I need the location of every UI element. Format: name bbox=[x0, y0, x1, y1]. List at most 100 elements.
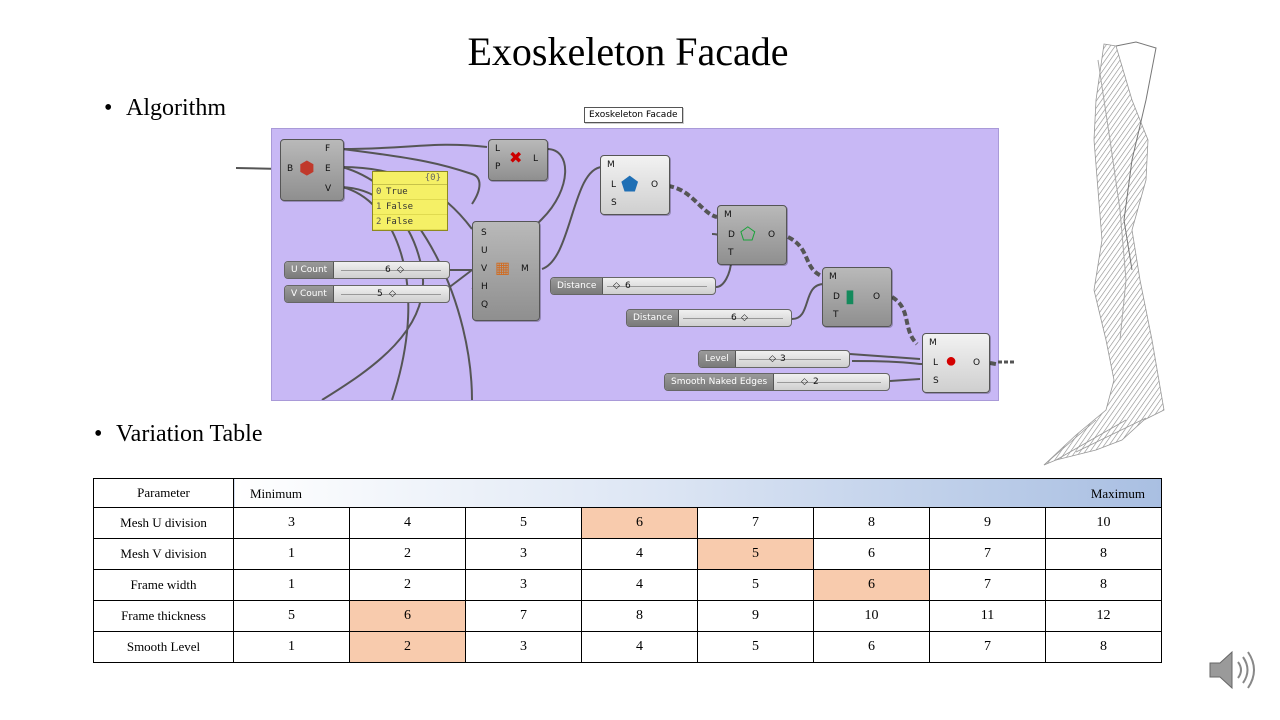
port-in-v: V bbox=[481, 264, 488, 274]
header-minimum: Minimum bbox=[250, 486, 303, 501]
port-in-m: M bbox=[724, 210, 732, 220]
slider-value: 6 bbox=[731, 313, 737, 323]
value-cell: 8 bbox=[1045, 538, 1162, 570]
slider-label: V Count bbox=[285, 286, 334, 302]
offset-component[interactable]: M D T ⬠ O bbox=[717, 205, 787, 265]
slider-label: Distance bbox=[627, 310, 680, 326]
row-parameter-name: Mesh V division bbox=[93, 538, 234, 570]
value-cell: 10 bbox=[1045, 507, 1162, 539]
distance-slider-2[interactable]: Distance 6 ◇ bbox=[626, 309, 792, 327]
brep-icon: ⬢ bbox=[299, 158, 315, 178]
smooth-component[interactable]: M L S ● O bbox=[922, 333, 990, 393]
exoskeleton-tower-icon bbox=[1043, 41, 1165, 466]
port-in-m: M bbox=[607, 160, 615, 170]
value-cell: 8 bbox=[813, 507, 930, 539]
weave-component[interactable]: M L S ⬟ O bbox=[600, 155, 670, 215]
value-cell: 4 bbox=[581, 538, 698, 570]
slider-track bbox=[683, 318, 783, 319]
output-wire bbox=[998, 360, 1014, 364]
port-in-p: P bbox=[495, 162, 501, 172]
variation-table: Parameter Minimum Maximum Mesh U divisio… bbox=[93, 478, 1162, 663]
value-cell: 9 bbox=[697, 600, 814, 632]
deconstruct-brep-component[interactable]: B ⬢ F E V bbox=[280, 139, 344, 201]
value-cell: 3 bbox=[465, 538, 582, 570]
header-maximum: Maximum bbox=[1090, 486, 1145, 501]
slider-value: 6 bbox=[625, 281, 631, 291]
row-parameter-name: Smooth Level bbox=[93, 631, 234, 663]
mesh-surface-component[interactable]: S U V H Q ▦ M bbox=[472, 221, 540, 321]
port-out-o: O bbox=[768, 230, 776, 240]
speaker-icon[interactable] bbox=[1206, 646, 1258, 694]
smooth-naked-edges-slider[interactable]: Smooth Naked Edges ◇ 2 bbox=[664, 373, 890, 391]
value-cell: 1 bbox=[233, 569, 350, 601]
u-count-slider[interactable]: U Count 6 ◇ bbox=[284, 261, 450, 279]
row-parameter-name: Frame thickness bbox=[93, 600, 234, 632]
value-cell: 3 bbox=[465, 569, 582, 601]
slider-handle-icon[interactable]: ◇ bbox=[389, 289, 396, 299]
slider-track bbox=[341, 294, 441, 295]
row-parameter-name: Mesh U division bbox=[93, 507, 234, 539]
value-cell: 7 bbox=[465, 600, 582, 632]
port-out-f: F bbox=[325, 144, 331, 154]
cull-pattern-component[interactable]: L P ✖ L bbox=[488, 139, 548, 181]
selected-value-cell: 6 bbox=[581, 507, 698, 539]
port-in-s: S bbox=[933, 376, 939, 386]
value-cell: 8 bbox=[1045, 631, 1162, 663]
port-in-t: T bbox=[728, 248, 734, 258]
value-cell: 4 bbox=[581, 631, 698, 663]
slider-value: 3 bbox=[780, 354, 786, 364]
bullet-dot-icon: • bbox=[94, 421, 103, 447]
thicken-mesh-icon: ▮ bbox=[845, 286, 855, 306]
port-in-d: D bbox=[728, 230, 735, 240]
slider-handle-icon[interactable]: ◇ bbox=[613, 281, 620, 291]
slider-handle-icon[interactable]: ◇ bbox=[741, 313, 748, 323]
selected-value-cell: 6 bbox=[813, 569, 930, 601]
slider-handle-icon[interactable]: ◇ bbox=[397, 265, 404, 275]
port-in-d: D bbox=[833, 292, 840, 302]
level-slider[interactable]: Level ◇ 3 bbox=[698, 350, 850, 368]
value-cell: 6 bbox=[813, 631, 930, 663]
slider-value: 6 bbox=[385, 265, 391, 275]
value-cell: 8 bbox=[1045, 569, 1162, 601]
row-parameter-name: Frame width bbox=[93, 569, 234, 601]
port-out-v: V bbox=[325, 184, 332, 194]
distance-slider-1[interactable]: Distance ◇ 6 bbox=[550, 277, 716, 295]
slider-label: Level bbox=[699, 351, 736, 367]
value-cell: 7 bbox=[929, 631, 1046, 663]
weave-polygon-icon: ⬟ bbox=[621, 174, 639, 196]
port-in-q: Q bbox=[481, 300, 489, 310]
port-in-l: L bbox=[933, 358, 939, 368]
value-cell: 6 bbox=[813, 538, 930, 570]
value-cell: 8 bbox=[581, 600, 698, 632]
slider-handle-icon[interactable]: ◇ bbox=[769, 354, 776, 364]
port-in-t: T bbox=[833, 310, 839, 320]
value-cell: 2 bbox=[349, 569, 466, 601]
panel-header: {0} bbox=[373, 172, 447, 185]
port-in-l: L bbox=[611, 180, 617, 190]
port-out-e: E bbox=[325, 164, 331, 174]
cull-icon: ✖ bbox=[509, 150, 523, 167]
mesh-grid-icon: ▦ bbox=[495, 260, 511, 277]
port-in-s: S bbox=[481, 228, 487, 238]
thicken-component[interactable]: M D T ▮ O bbox=[822, 267, 892, 327]
port-in-m: M bbox=[829, 272, 837, 282]
slider-handle-icon[interactable]: ◇ bbox=[801, 377, 808, 387]
value-cell: 4 bbox=[349, 507, 466, 539]
v-count-slider[interactable]: V Count 5 ◇ bbox=[284, 285, 450, 303]
bullet-variation-table: • Variation Table bbox=[94, 421, 263, 448]
value-cell: 2 bbox=[349, 538, 466, 570]
smooth-sphere-icon: ● bbox=[945, 350, 958, 372]
bullet-variation-table-label: Variation Table bbox=[116, 421, 263, 447]
value-cell: 1 bbox=[233, 631, 350, 663]
slider-label: U Count bbox=[285, 262, 335, 278]
port-in-u: U bbox=[481, 246, 488, 256]
value-cell: 7 bbox=[697, 507, 814, 539]
selected-value-cell: 6 bbox=[349, 600, 466, 632]
selected-value-cell: 2 bbox=[349, 631, 466, 663]
